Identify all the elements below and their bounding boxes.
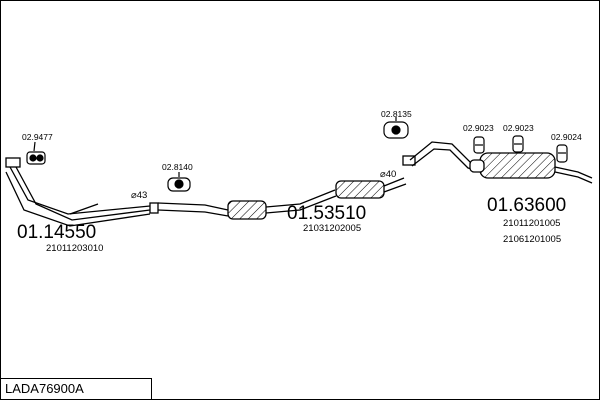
mount-hole-icon	[391, 125, 401, 135]
middle-pipe-mid-top	[265, 189, 336, 208]
oem-number-front: 21011203010	[46, 243, 103, 254]
front-pipe-end	[149, 202, 159, 214]
leader-line	[33, 141, 36, 152]
part-number-middle: 01.53510	[287, 203, 366, 224]
diameter-label-43: ⌀43	[131, 190, 147, 201]
part-number-front: 01.14550	[17, 222, 96, 243]
fitting-label-02-8135: 02.8135	[381, 109, 412, 119]
oem-number-rear-1: 21011201005	[503, 218, 560, 229]
front-pipe-joint	[69, 203, 99, 215]
silencer-inlet	[469, 159, 485, 173]
middle-pipe-mid-bottom	[265, 195, 337, 214]
middle-section	[157, 177, 407, 220]
front-pipe-outer	[5, 171, 151, 227]
second-resonator	[335, 180, 385, 199]
ring-hole-icon	[29, 154, 37, 162]
rear-pipe-upper	[409, 141, 481, 167]
rear-pipe-start	[402, 155, 416, 166]
fitting-02-8135[interactable]	[383, 117, 409, 139]
front-pipe-upper	[9, 166, 151, 215]
front-flange	[5, 157, 21, 168]
fitting-label-02-9024: 02.9024	[551, 132, 582, 142]
front-pipe	[5, 157, 159, 227]
fitting-label-02-9477: 02.9477	[22, 132, 53, 142]
fitting-label-02-9023-a: 02.9023	[463, 123, 494, 133]
diameter-label-40: ⌀40	[380, 169, 396, 180]
oem-number-rear-2: 21061201005	[503, 234, 561, 245]
tailpipe-bottom	[554, 171, 593, 184]
mount-hole-icon	[174, 179, 184, 189]
middle-pipe-end-top	[383, 177, 405, 187]
fitting-label-02-8140: 02.8140	[162, 162, 193, 172]
middle-pipe-start-bottom	[157, 209, 229, 217]
fitting-02-8140[interactable]	[167, 172, 191, 192]
first-resonator	[227, 200, 267, 220]
fitting-label-02-9023-b: 02.9023	[503, 123, 534, 133]
diagram-title: LADA76900A	[5, 381, 84, 396]
middle-pipe-start-top	[157, 202, 229, 211]
part-number-rear: 01.63600	[487, 195, 566, 216]
main-silencer	[479, 152, 556, 179]
fitting-02-9024[interactable]	[556, 144, 568, 163]
middle-pipe-end-bottom	[383, 183, 407, 193]
fitting-02-9023-b[interactable]	[512, 135, 524, 153]
front-pipe-lower	[15, 166, 151, 221]
fitting-02-9477[interactable]	[26, 141, 46, 165]
tailpipe-top	[554, 166, 593, 179]
title-box: LADA76900A	[1, 378, 152, 399]
fitting-02-9023-a[interactable]	[473, 136, 485, 154]
rear-section	[402, 141, 593, 184]
ring-hole-icon	[36, 154, 44, 162]
oem-number-middle: 21031202005	[303, 223, 361, 234]
